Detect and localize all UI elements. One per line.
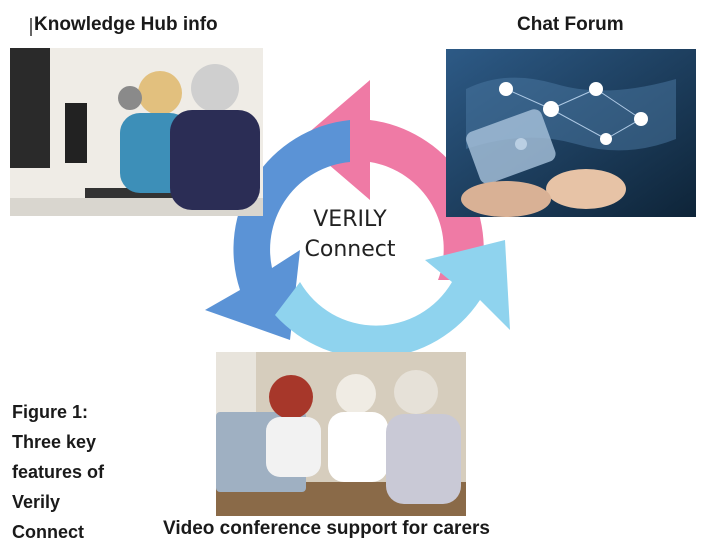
caption-line2: Three key — [12, 432, 97, 452]
caption-line5: Connect — [12, 522, 84, 542]
caption-line1: Figure 1: — [12, 402, 89, 422]
chat-forum-photo — [446, 49, 696, 217]
light-blue-cycle-arrow — [275, 240, 510, 359]
caption-line4: Verily — [12, 492, 61, 512]
center-title-line1: VERILY — [313, 207, 387, 232]
knowledge-hub-photo — [10, 48, 263, 216]
figure-caption: Figure 1: Three key features of Verily C… — [12, 397, 104, 547]
caption-line3: features of — [12, 462, 105, 482]
video-conference-photo — [216, 352, 466, 516]
center-title: VERILY Connect — [280, 205, 420, 265]
chat-forum-label: Chat Forum — [517, 14, 624, 35]
center-title-line2: Connect — [304, 237, 396, 262]
cycle-arrows-diagram — [205, 80, 510, 359]
knowledge-hub-label: Knowledge Hub info — [30, 14, 218, 36]
video-conference-label: Video conference support for carers — [163, 518, 490, 539]
blue-cycle-arrow — [205, 120, 350, 340]
